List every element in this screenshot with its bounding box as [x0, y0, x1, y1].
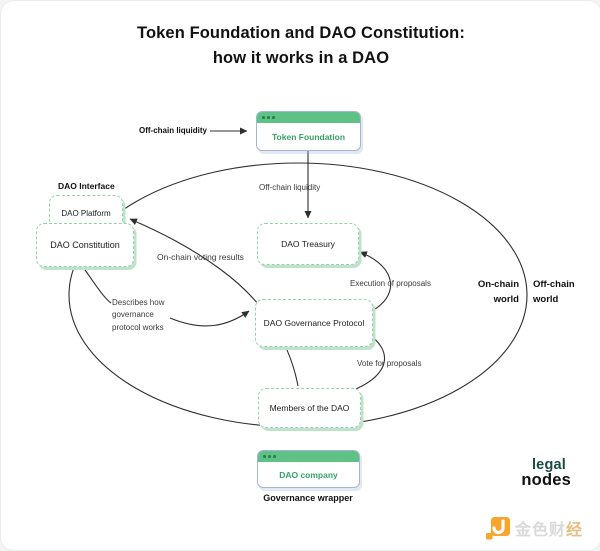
legal-nodes-logo-bottom: nodes [521, 470, 571, 489]
node-dao-constitution-label: DAO Constitution [50, 240, 120, 250]
jinse-watermark-main: 金色财 [514, 522, 566, 539]
window-dot-icon [263, 455, 266, 458]
on-chain-world-label: On-chain world [477, 279, 519, 305]
jinse-watermark: 金色财经 [485, 516, 583, 540]
window-dot-icon [267, 116, 270, 119]
node-dao-company-label: DAO company [279, 469, 338, 480]
window-dot-icon [262, 116, 265, 119]
node-token-foundation: Token Foundation [256, 111, 361, 151]
diagram-title: Token Foundation and DAO Constitution: h… [137, 24, 465, 67]
window-dot-icon [273, 455, 276, 458]
on-chain-voting-results-label: On-chain voting results [157, 252, 244, 262]
window-dots-icon [258, 451, 359, 462]
node-members-of-the-dao-label: Members of the DAO [269, 403, 350, 413]
jinse-watermark-text: 金色财经 [515, 516, 583, 540]
jinse-watermark-accent: 经 [565, 522, 583, 539]
window-dots-icon [257, 112, 360, 123]
node-dao-treasury: DAO Treasury [257, 223, 359, 265]
node-token-foundation-label: Token Foundation [271, 131, 346, 142]
edge-constitution-to-note [82, 266, 112, 304]
legal-nodes-logo-top: legal [531, 457, 566, 473]
dao-interface-label: DAO Interface [58, 181, 115, 191]
edge-members-to-protocol [350, 332, 386, 392]
node-dao-constitution: DAO Constitution [36, 223, 134, 267]
describes-governance-note: Describes how governance protocol works [112, 298, 165, 332]
node-dao-governance-protocol: DAO Governance Protocol [255, 299, 373, 347]
node-dao-company: DAO company [257, 450, 360, 488]
vote-for-proposals-label: Vote for proposals [357, 359, 422, 368]
node-dao-governance-protocol-label: DAO Governance Protocol [263, 318, 365, 328]
jinse-logo-icon [485, 516, 510, 539]
off-chain-liquidity-flow-label: Off-chain liquidity [259, 183, 321, 192]
window-dot-icon [268, 455, 271, 458]
off-chain-world-label: Off-chain world [533, 279, 575, 305]
edge-protocol-to-treasury [359, 251, 392, 313]
node-members-of-the-dao: Members of the DAO [258, 388, 361, 428]
execution-of-proposals-label: Execution of proposals [350, 279, 431, 288]
node-dao-treasury-label: DAO Treasury [281, 239, 335, 249]
edge-note-to-protocol [169, 310, 250, 327]
governance-wrapper-label: Governance wrapper [263, 493, 353, 503]
edge-voting-results-to-platform [129, 218, 299, 387]
window-dot-icon [272, 116, 275, 119]
legal-nodes-logo: legal nodes [521, 457, 571, 489]
node-dao-platform-label: DAO Platform [61, 209, 111, 218]
off-chain-liquidity-input-label: Off-chain liquidity [139, 126, 207, 135]
